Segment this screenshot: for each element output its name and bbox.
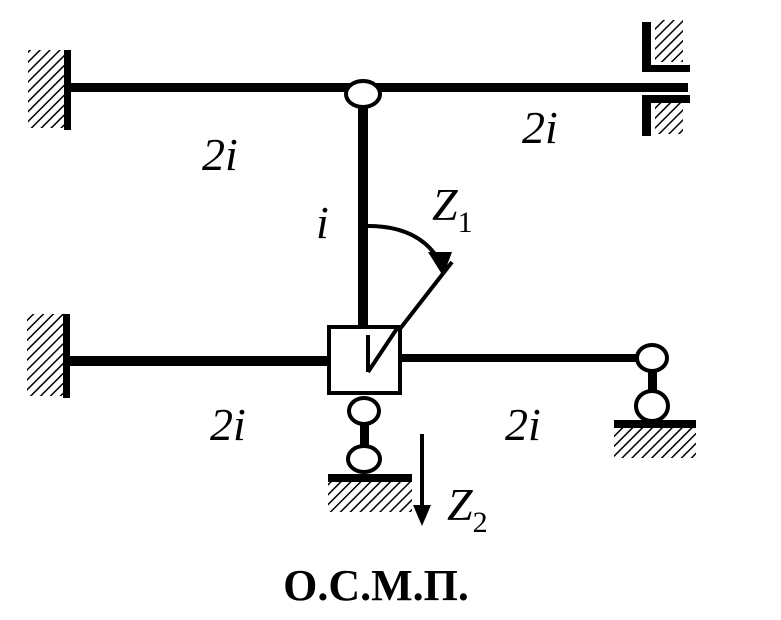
diagram-caption: О.С.М.П.: [283, 561, 469, 610]
column: [358, 96, 368, 331]
label-top-right-beam: 2i: [522, 102, 558, 153]
top-left-fixed-support: [28, 50, 71, 130]
right-roller-support: [614, 343, 696, 458]
label-bottom-right-beam: 2i: [505, 399, 541, 450]
label-bottom-left-beam: 2i: [210, 399, 246, 450]
bottom-left-fixed-support: [27, 314, 70, 398]
top-right-slider-support: [642, 20, 690, 136]
label-z2: Z2: [447, 479, 488, 539]
bottom-left-beam: [69, 356, 329, 366]
label-top-left-beam: 2i: [202, 129, 238, 180]
label-column: i: [316, 197, 329, 248]
label-z1: Z1: [432, 179, 473, 239]
bottom-right-beam: [401, 354, 639, 362]
node-constraint-block: [327, 325, 402, 395]
top-hinge: [344, 79, 382, 109]
center-roller-support: [328, 396, 412, 512]
z2-displacement-arrow: [413, 434, 431, 526]
